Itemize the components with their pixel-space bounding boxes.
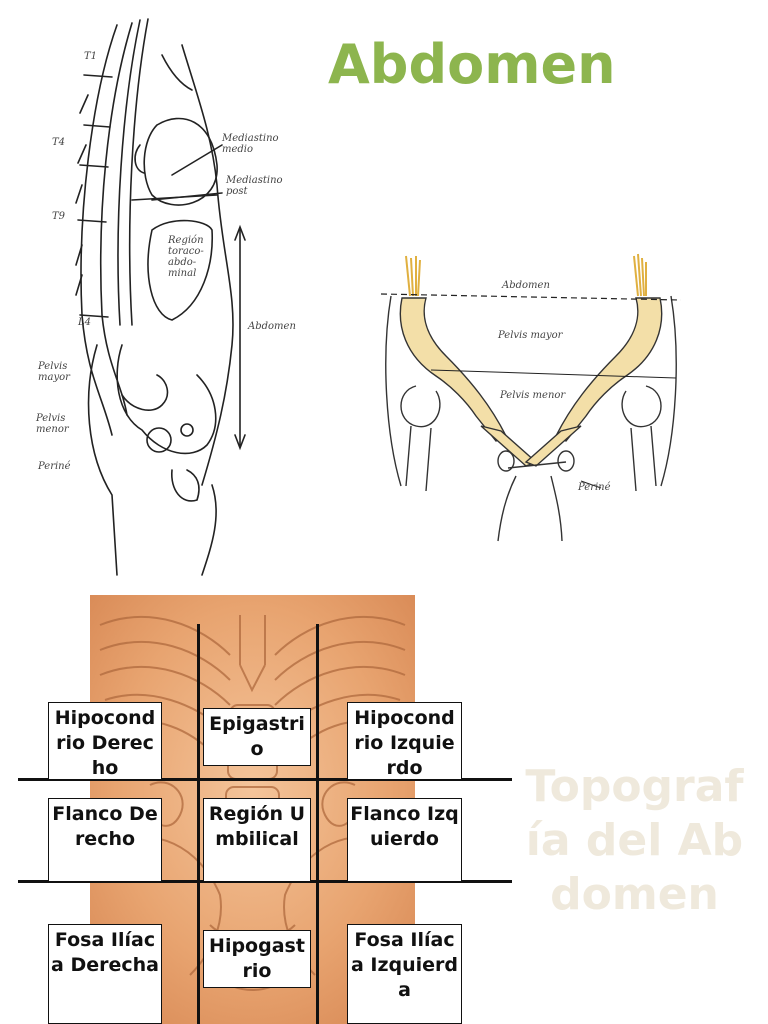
- lateral-sketch-drawing: [75, 18, 246, 576]
- label-t9: T9: [52, 211, 66, 222]
- lateral-section-diagram: T1 T4 T9 L4 Mediastino medio Mediastino …: [22, 15, 322, 577]
- region-umbilical: Región Umbilical: [203, 798, 311, 882]
- label-pelvis-mayor: Pelvis mayor: [498, 330, 563, 341]
- grid-line-upper-horizontal: [18, 778, 512, 781]
- region-fosa-iliaca-derecha: Fosa Ilíaca Derecha: [48, 924, 162, 1024]
- label-abdomen-lateral: Abdomen: [248, 321, 296, 332]
- label-abdomen-pelvis: Abdomen: [502, 280, 550, 291]
- label-l4: L4: [78, 317, 92, 328]
- grid-line-right-vertical: [316, 624, 319, 1024]
- label-t1: T1: [84, 51, 98, 62]
- region-fosa-iliaca-izquierda: Fosa Ilíaca Izquierda: [347, 924, 462, 1024]
- pelvis-frontal-diagram: Abdomen Pelvis mayor Pelvis menor Periné: [376, 236, 686, 546]
- label-pelvis-mayor-lateral: Pelvis mayor: [38, 361, 70, 383]
- label-pelvis-menor: Pelvis menor: [500, 390, 566, 401]
- label-mediastino-post: Mediastino post: [226, 175, 283, 197]
- page-title: Abdomen: [328, 33, 616, 96]
- region-epigastrio: Epigastrio: [203, 708, 311, 766]
- label-pelvis-menor-lateral: Pelvis menor: [36, 413, 69, 435]
- region-flanco-derecho: Flanco Derecho: [48, 798, 162, 882]
- region-hipocondrio-izquierdo: Hipocondrio Izquierdo: [347, 702, 462, 780]
- label-perine-lateral: Periné: [38, 461, 71, 472]
- label-t4: T4: [52, 137, 66, 148]
- label-region-toraco-abdominal: Región toraco-abdo-minal: [168, 235, 204, 279]
- topografia-watermark-title: Topografía del Abdomen: [525, 761, 744, 920]
- region-hipogastrio: Hipogastrio: [203, 930, 311, 988]
- region-hipocondrio-derecho: Hipocondrio Derecho: [48, 702, 162, 780]
- label-perine-pelvis: Periné: [578, 482, 611, 493]
- region-flanco-izquierdo: Flanco Izquierdo: [347, 798, 462, 882]
- grid-line-left-vertical: [197, 624, 200, 1024]
- label-mediastino-medio: Mediastino medio: [222, 133, 279, 155]
- pelvis-sketch-drawing: [380, 253, 682, 542]
